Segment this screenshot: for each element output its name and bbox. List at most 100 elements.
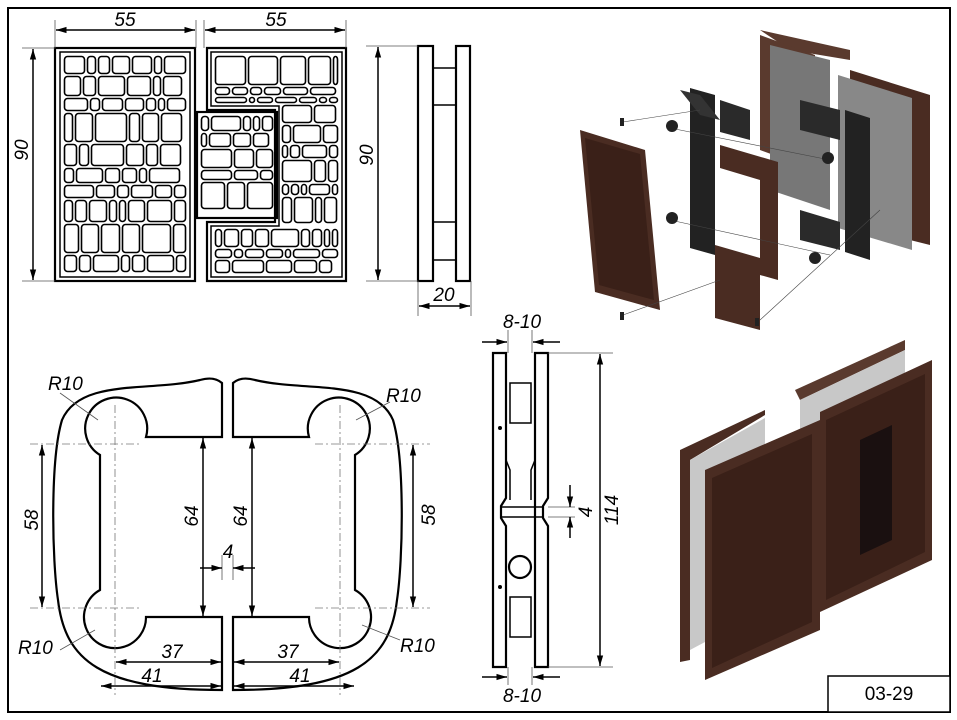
stone-pattern-cell — [279, 55, 307, 86]
dim-glass-top: 8-10 — [503, 312, 541, 333]
stone-pattern-cell — [214, 86, 231, 96]
radius-label: R10 — [386, 386, 421, 407]
stone-pattern-cell — [63, 223, 80, 254]
stone-pattern-cell — [63, 167, 75, 184]
stone-pattern-cell — [290, 183, 300, 196]
stone-pattern-cell — [240, 228, 254, 248]
stone-pattern-cell — [89, 97, 101, 112]
stone-pattern-cell — [173, 184, 187, 199]
stone-pattern-cell — [80, 223, 100, 254]
stone-pattern-cell — [232, 132, 252, 148]
stone-pattern-cell — [255, 148, 274, 169]
stone-pattern-cell — [200, 169, 233, 181]
stone-pattern-cell — [214, 248, 233, 259]
stone-pattern-cell — [265, 248, 284, 259]
stone-pattern-cell — [233, 248, 244, 259]
stone-pattern-cell — [145, 143, 159, 167]
dim-height-front: 90 — [12, 139, 33, 161]
dim-width-right: 55 — [265, 10, 287, 31]
stone-pattern-cell — [300, 183, 308, 196]
stone-pattern-cell — [281, 159, 313, 183]
stone-pattern-cell — [111, 55, 131, 75]
stone-pattern-cell — [284, 248, 292, 259]
stone-pattern-cell — [138, 167, 148, 184]
radius-label: R10 — [48, 374, 83, 395]
stone-pattern-cell — [145, 97, 157, 112]
stone-pattern-cell — [200, 132, 208, 148]
stone-pattern-cell — [63, 143, 78, 167]
title-block: 03-29 — [827, 675, 951, 713]
dim-section-height: 114 — [602, 495, 623, 525]
stone-pattern-cell — [125, 143, 145, 167]
stone-pattern-cell — [298, 96, 318, 104]
stone-pattern-cell — [293, 196, 314, 224]
stone-pattern-cell — [246, 181, 274, 210]
stone-pattern-cell — [63, 199, 74, 223]
plate-view: 58 58 64 64 4 37 41 37 41 R10 R10 R10 R1… — [18, 374, 440, 695]
section-view: 8-10 8-10 114 4 — [482, 312, 623, 707]
stone-pattern-cell — [331, 228, 339, 248]
stone-pattern-cell — [248, 96, 256, 104]
stone-pattern-cell — [252, 115, 261, 132]
stone-pattern-cell — [97, 75, 126, 97]
dim-height-side: 90 — [357, 144, 378, 166]
stone-pattern-cell — [293, 259, 318, 274]
stone-pattern-cell — [323, 228, 331, 248]
stone-pattern-cell — [328, 96, 339, 104]
stone-pattern-cell — [247, 55, 279, 86]
stone-pattern-cell — [146, 254, 175, 273]
stone-pattern-cell — [152, 75, 162, 97]
stone-pattern-cell — [104, 167, 121, 184]
stone-pattern-cell — [163, 55, 187, 75]
dim-width-left: 55 — [114, 10, 136, 31]
stone-pattern-cell — [159, 143, 182, 167]
stone-pattern-cell — [233, 148, 255, 169]
stone-pattern-cell — [331, 183, 339, 196]
stone-pattern-cell — [108, 199, 118, 223]
dim-section-gap: 4 — [576, 507, 597, 518]
dim-gap: 4 — [223, 542, 234, 563]
stone-pattern-cell — [327, 159, 339, 183]
stone-pattern-cell — [322, 124, 339, 144]
stone-pattern-cell — [127, 199, 146, 223]
dim-outer-width-right: 41 — [289, 666, 310, 687]
stone-pattern-cell — [146, 199, 173, 223]
stone-pattern-cell — [242, 115, 252, 132]
stone-pattern-cell — [233, 169, 259, 181]
stone-pattern-cell — [332, 55, 339, 86]
stone-pattern-cell — [210, 115, 242, 132]
stone-pattern-cell — [282, 86, 309, 96]
exploded-isometric-view — [580, 30, 930, 330]
stone-pattern-cell — [301, 144, 328, 159]
stone-pattern-cell — [118, 199, 127, 223]
stone-pattern-cell — [95, 184, 116, 199]
stone-pattern-cell — [121, 167, 138, 184]
stone-pattern-cell — [328, 144, 339, 159]
stone-pattern-cell — [78, 254, 92, 273]
stone-pattern-cell — [309, 86, 337, 96]
stone-pattern-cell — [323, 196, 338, 224]
drawing-frame — [7, 7, 951, 713]
stone-pattern-cell — [214, 259, 231, 274]
stone-pattern-cell — [200, 148, 233, 169]
stone-pattern-cell — [263, 86, 282, 96]
dim-hole-spacing-right: 58 — [419, 504, 440, 526]
stone-pattern-cell — [254, 228, 270, 248]
stone-pattern-cell — [63, 75, 82, 97]
stone-pattern-cell — [281, 104, 313, 124]
stone-pattern-cell — [63, 97, 89, 112]
stone-pattern-cell — [120, 254, 131, 273]
stone-pattern-cell — [307, 55, 332, 86]
stone-pattern-cell — [281, 183, 290, 196]
dim-inner-height-left: 64 — [182, 505, 203, 526]
stone-pattern-cell — [116, 184, 130, 199]
stone-pattern-cell — [200, 181, 226, 210]
stone-pattern-cell — [281, 196, 293, 224]
stone-pattern-cell — [318, 96, 328, 104]
stone-pattern-cell — [308, 183, 331, 196]
dim-inner-height-right: 64 — [231, 505, 252, 526]
stone-pattern-cell — [175, 254, 187, 273]
assembled-isometric-view — [680, 340, 932, 680]
stone-pattern-cell — [130, 184, 154, 199]
stone-pattern-cell — [154, 184, 173, 199]
